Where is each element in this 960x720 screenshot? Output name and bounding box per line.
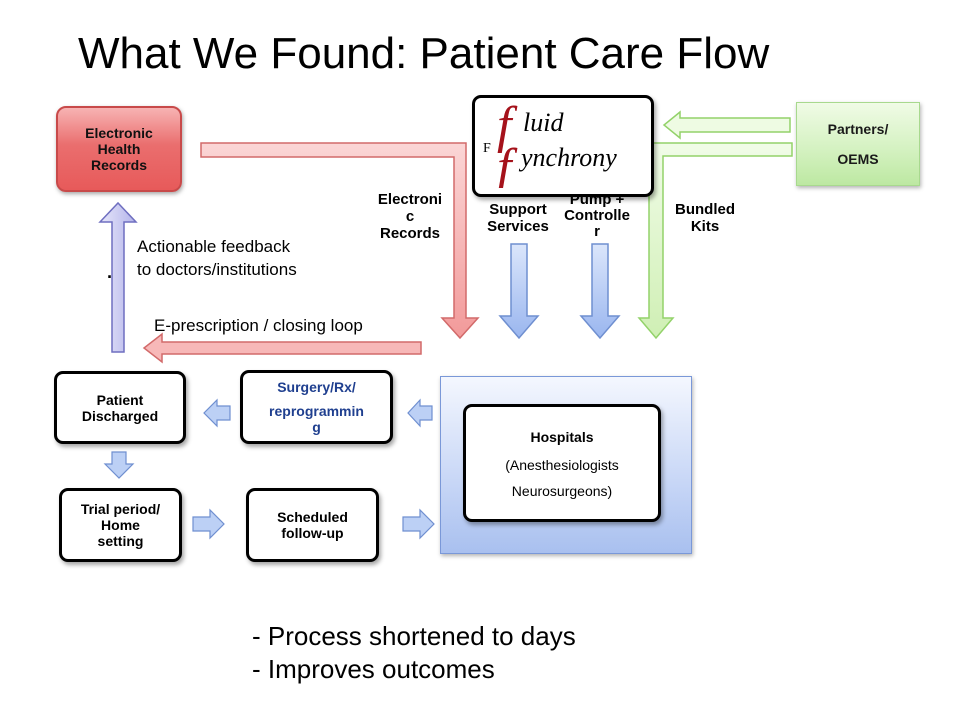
partners-box: Partners/ OEMS <box>796 102 920 186</box>
scheduled-followup-label: Scheduled follow-up <box>277 509 348 541</box>
trial-period-box: Trial period/ Home setting <box>59 488 182 562</box>
hospitals-to-surgery-arrow <box>407 398 433 428</box>
fluid-synchrony-logo: F f luid f ynchrony <box>472 95 654 197</box>
fluid-synchrony-logo-art: F f luid f ynchrony <box>483 97 617 196</box>
patient-discharged-box: Patient Discharged <box>54 371 186 444</box>
ehr-label: Electronic Health Records <box>85 125 153 173</box>
bundled-kits-arrow <box>637 142 793 340</box>
patient-discharged-label: Patient Discharged <box>81 391 159 424</box>
actionable-feedback-label: Actionable feedback to doctors/instituti… <box>137 237 297 279</box>
surgery-to-discharged-arrow <box>203 398 231 428</box>
trial-to-followup-arrow <box>192 508 225 540</box>
scheduled-followup-box: Scheduled follow-up <box>246 488 379 562</box>
surgery-line-1: Surgery/Rx/ <box>277 379 356 395</box>
support-services-label: Support Services <box>487 201 549 235</box>
eprescription-arrow <box>142 332 422 364</box>
electronic-records-label: Electroni c Records <box>377 191 443 242</box>
feedback-dot: · <box>107 267 113 287</box>
pump-controller-arrow <box>579 243 621 340</box>
bundled-kits-label: Bundled Kits <box>675 201 735 235</box>
surgery-line-2: reprogrammin g <box>269 403 364 435</box>
pump-controller-label: Pump + Controlle r <box>564 191 630 240</box>
hospitals-line-neurosurgeons: Neurosurgeons) <box>511 483 613 499</box>
bullet-improves-outcomes: - Improves outcomes <box>252 654 495 684</box>
trial-period-label: Trial period/ Home setting <box>80 501 161 549</box>
followup-to-hospitals-arrow <box>402 508 435 540</box>
ehr-box: Electronic Health Records <box>56 106 182 192</box>
logo-big-f-2: f <box>497 139 518 188</box>
eprescription-label: E-prescription / closing loop <box>154 316 363 335</box>
discharged-to-trial-arrow <box>103 451 135 479</box>
feedback-arrow <box>98 201 138 353</box>
support-services-arrow <box>498 243 540 340</box>
page-title: What We Found: Patient Care Flow <box>78 29 770 78</box>
hospitals-line-anesthesiologists: (Anesthesiologists <box>505 457 619 473</box>
ehr-records-arrow <box>200 142 480 340</box>
logo-word-ynchrony: ynchrony <box>518 143 617 172</box>
outcome-bullets: - Process shortened to days - Improves o… <box>252 620 576 686</box>
hospitals-box: Hospitals (Anesthesiologists Neurosurgeo… <box>463 404 661 522</box>
hospitals-title: Hospitals <box>530 429 594 445</box>
logo-word-luid: luid <box>523 108 564 137</box>
surgery-rx-box: Surgery/Rx/ reprogrammin g <box>240 370 393 444</box>
partners-label: Partners/ OEMS <box>827 121 889 167</box>
partners-to-fluid-arrow <box>662 110 791 140</box>
bullet-process-shortened: - Process shortened to days <box>252 621 576 651</box>
logo-clipped-letter: F <box>483 141 491 156</box>
